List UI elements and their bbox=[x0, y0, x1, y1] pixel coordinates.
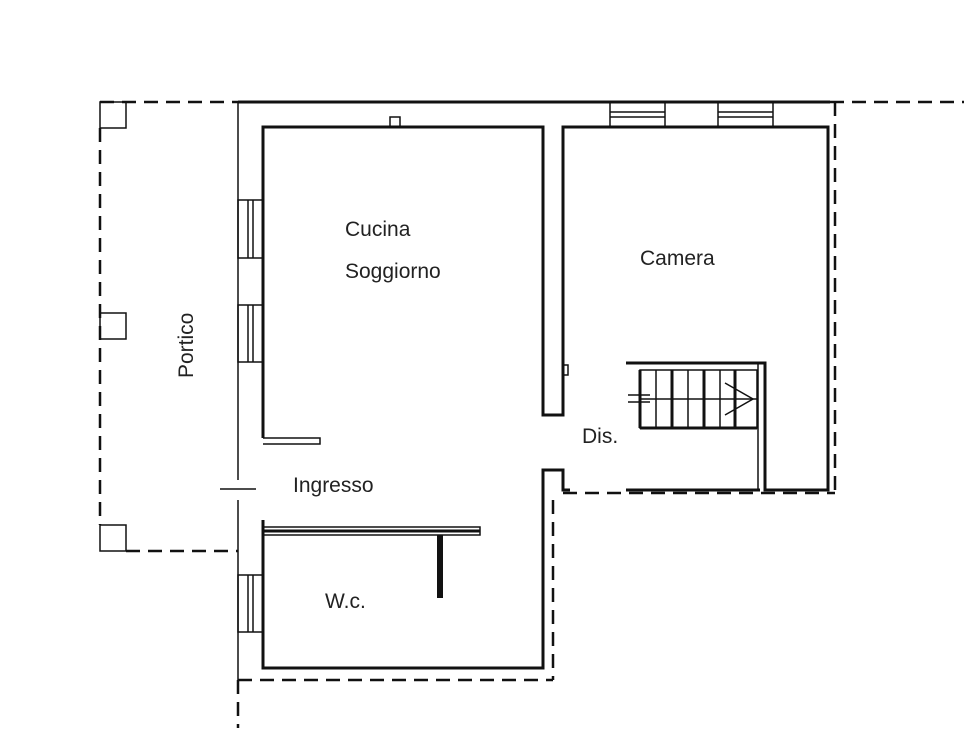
porch-pillar bbox=[99, 524, 127, 552]
room-label-porch: Portico bbox=[175, 313, 198, 378]
porch-pillar bbox=[99, 312, 127, 340]
room-label-bathroom: W.c. bbox=[325, 590, 366, 613]
room-label-entrance: Ingresso bbox=[293, 474, 374, 497]
room-label-kitchen: Cucina bbox=[345, 218, 411, 241]
interior-walls bbox=[261, 116, 830, 670]
room-label-hallway: Dis. bbox=[582, 425, 618, 448]
stair-arrow-icon bbox=[724, 382, 755, 416]
window-top-1 bbox=[609, 101, 666, 128]
windows bbox=[237, 101, 774, 633]
porch-pillar bbox=[99, 101, 127, 129]
window-left-1 bbox=[237, 199, 264, 259]
staircase bbox=[628, 369, 758, 430]
window-left-2 bbox=[237, 304, 264, 363]
room-label-living: Soggiorno bbox=[345, 260, 441, 283]
window-top-2 bbox=[717, 101, 774, 128]
porch-structure bbox=[98, 101, 238, 553]
window-wc bbox=[237, 574, 264, 633]
exterior-walls bbox=[100, 100, 964, 728]
room-label-bedroom: Camera bbox=[640, 247, 715, 270]
